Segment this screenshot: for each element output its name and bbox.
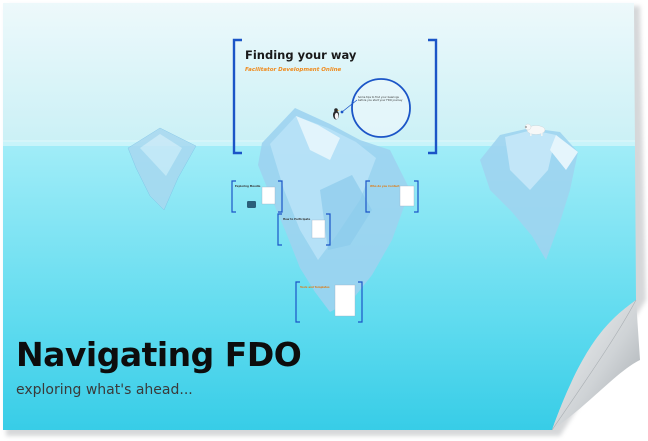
iceberg-right — [480, 128, 578, 260]
small-frame-heading: Tools and Templates — [300, 286, 330, 289]
iceberg-center — [258, 108, 410, 312]
iceberg-left — [127, 127, 197, 211]
slide-title: Navigating FDO — [16, 335, 302, 374]
main-frame-title: Finding your way — [245, 48, 357, 62]
small-frame-how-to-participate — [277, 213, 331, 246]
small-frame-tools-templates — [295, 281, 363, 323]
main-frame-brackets — [232, 38, 438, 155]
penguin-illustration — [333, 108, 340, 120]
page-curl — [551, 299, 640, 431]
circle-callout — [340, 78, 411, 138]
polar-bear-illustration — [524, 123, 546, 136]
small-frame-heading: How to Participate — [283, 218, 311, 221]
main-frame-subtitle: Facilitator Development Online — [245, 67, 342, 73]
circle-callout-text: Some tips to find your bearings before y… — [358, 96, 403, 103]
small-frame-heading: Who do you Contact — [370, 185, 400, 188]
small-frame-heading: Exploring Moodle — [235, 185, 261, 188]
small-frame-who-to-contact — [365, 180, 419, 213]
small-frame-exploring-moodle — [231, 180, 283, 213]
slide-subtitle: exploring what's ahead... — [16, 382, 193, 398]
